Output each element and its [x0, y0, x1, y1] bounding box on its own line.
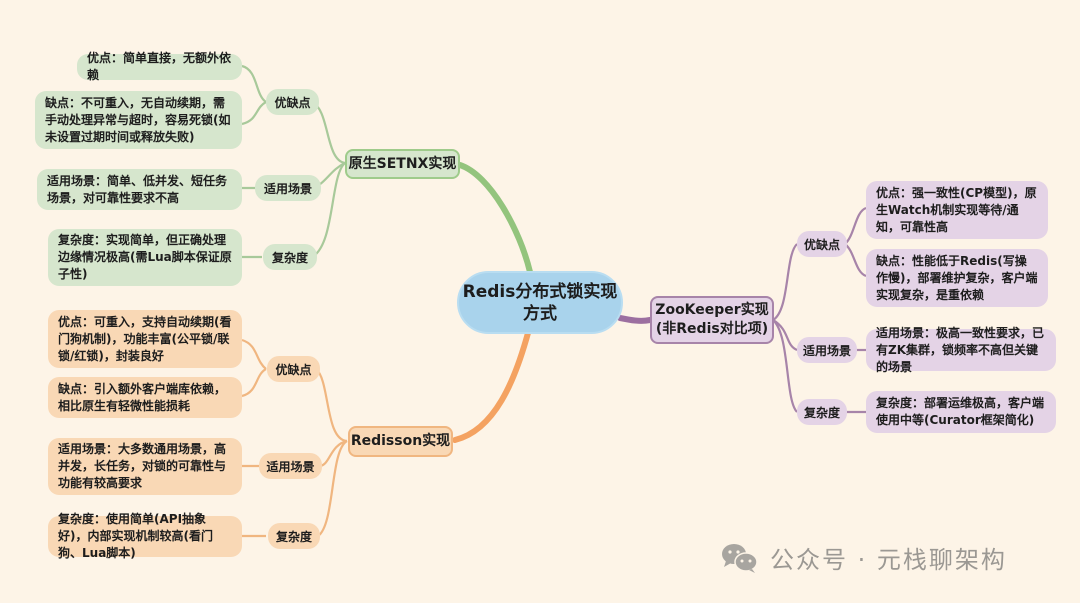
redisson-scenario-label: 适用场景: [266, 459, 315, 474]
redisson-pros-text: 优点：可重入，支持自动续期(看门狗机制)，功能丰富(公平锁/联锁/红锁)，封装良…: [58, 314, 232, 363]
setnx-pros-text: 优点：简单直接，无额外依赖: [87, 51, 232, 82]
zookeeper-complexity-leaf[interactable]: 复杂度：部署运维极高，客户端使用中等(Curator框架简化): [866, 391, 1056, 433]
zookeeper-scenario-label: 适用场景: [802, 343, 851, 358]
redisson-scenario-leaf[interactable]: 适用场景：大多数通用场景，高并发，长任务，对锁的可靠性与功能有较高要求: [48, 438, 242, 495]
setnx-complexity-node[interactable]: 复杂度: [263, 244, 317, 270]
branch-setnx-label: 原生SETNX实现: [348, 155, 457, 172]
zookeeper-pros-leaf[interactable]: 优点：强一致性(CP模型)，原生Watch机制实现等待/通知，可靠性高: [866, 181, 1048, 239]
setnx-pros-cons-node[interactable]: 优缺点: [266, 89, 319, 115]
redisson-complexity-text: 复杂度：使用简单(API抽象好)，内部实现机制较高(看门狗、Lua脚本): [58, 512, 213, 560]
setnx-complexity-text: 复杂度：实现简单，但正确处理边缘情况极高(需Lua脚本保证原子性): [58, 233, 232, 281]
branch-setnx[interactable]: 原生SETNX实现: [345, 149, 460, 179]
zookeeper-cons-text: 缺点：性能低于Redis(写操作慢)，部署维护复杂，客户端实现复杂，是重依赖: [876, 253, 1038, 302]
branch-redisson-label: Redisson实现: [350, 433, 451, 449]
redisson-complexity-node[interactable]: 复杂度: [268, 523, 320, 549]
setnx-scenario-node[interactable]: 适用场景: [255, 175, 321, 201]
root-node[interactable]: Redis分布式锁实现方式: [457, 271, 623, 334]
setnx-pros-leaf[interactable]: 优点：简单直接，无额外依赖: [77, 51, 242, 82]
setnx-complexity-label: 复杂度: [271, 250, 308, 265]
zookeeper-complexity-text: 复杂度：部署运维极高，客户端使用中等(Curator框架简化): [876, 396, 1045, 427]
redisson-scenario-text: 适用场景：大多数通用场景，高并发，长任务，对锁的可靠性与功能有较高要求: [58, 442, 227, 490]
zookeeper-cons-leaf[interactable]: 缺点：性能低于Redis(写操作慢)，部署维护复杂，客户端实现复杂，是重依赖: [866, 249, 1048, 307]
redisson-cons-leaf[interactable]: 缺点：引入额外客户端库依赖，相比原生有轻微性能损耗: [48, 377, 242, 418]
branch-zookeeper-label-line2: (非Redis对比项): [655, 321, 769, 337]
redisson-cons-text: 缺点：引入额外客户端库依赖，相比原生有轻微性能损耗: [58, 381, 227, 413]
redisson-pros-cons-node[interactable]: 优缺点: [267, 356, 320, 382]
wechat-icon: [720, 542, 760, 574]
zookeeper-pros-text: 优点：强一致性(CP模型)，原生Watch机制实现等待/通知，可靠性高: [876, 185, 1037, 234]
redisson-pros-leaf[interactable]: 优点：可重入，支持自动续期(看门狗机制)，功能丰富(公平锁/联锁/红锁)，封装良…: [48, 310, 242, 368]
zookeeper-complexity-node[interactable]: 复杂度: [797, 399, 847, 425]
branch-zookeeper[interactable]: ZooKeeper实现 (非Redis对比项): [650, 296, 774, 344]
branch-redisson[interactable]: Redisson实现: [348, 426, 453, 457]
zookeeper-pros-cons-label: 优缺点: [803, 237, 840, 252]
setnx-cons-leaf[interactable]: 缺点：不可重入，无自动续期，需手动处理异常与超时，容易死锁(如未设置过期时间或释…: [35, 91, 242, 149]
redisson-scenario-node[interactable]: 适用场景: [259, 453, 322, 479]
setnx-cons-text: 缺点：不可重入，无自动续期，需手动处理异常与超时，容易死锁(如未设置过期时间或释…: [45, 95, 231, 144]
redisson-complexity-label: 复杂度: [275, 529, 312, 544]
setnx-scenario-label: 适用场景: [263, 181, 312, 196]
redisson-pros-cons-label: 优缺点: [275, 362, 312, 377]
zookeeper-pros-cons-node[interactable]: 优缺点: [797, 231, 847, 257]
zookeeper-scenario-text: 适用场景：极高一致性要求，已有ZK集群，锁频率不高但关键的场景: [876, 325, 1045, 374]
setnx-scenario-text: 适用场景：简单、低并发、短任务场景，对可靠性要求不高: [47, 173, 228, 205]
watermark: 公众号 · 元栈聊架构: [720, 540, 1007, 575]
watermark-text: 公众号 · 元栈聊架构: [770, 546, 1007, 574]
branch-zookeeper-label-line1: ZooKeeper实现: [655, 302, 769, 318]
zookeeper-scenario-leaf[interactable]: 适用场景：极高一致性要求，已有ZK集群，锁频率不高但关键的场景: [866, 326, 1056, 374]
setnx-complexity-leaf[interactable]: 复杂度：实现简单，但正确处理边缘情况极高(需Lua脚本保证原子性): [48, 229, 242, 286]
root-label: Redis分布式锁实现方式: [462, 281, 618, 324]
zookeeper-complexity-label: 复杂度: [803, 405, 840, 420]
setnx-pros-cons-label: 优缺点: [274, 95, 311, 110]
setnx-scenario-leaf[interactable]: 适用场景：简单、低并发、短任务场景，对可靠性要求不高: [37, 169, 242, 210]
zookeeper-scenario-node[interactable]: 适用场景: [797, 337, 857, 363]
redisson-complexity-leaf[interactable]: 复杂度：使用简单(API抽象好)，内部实现机制较高(看门狗、Lua脚本): [48, 512, 242, 560]
